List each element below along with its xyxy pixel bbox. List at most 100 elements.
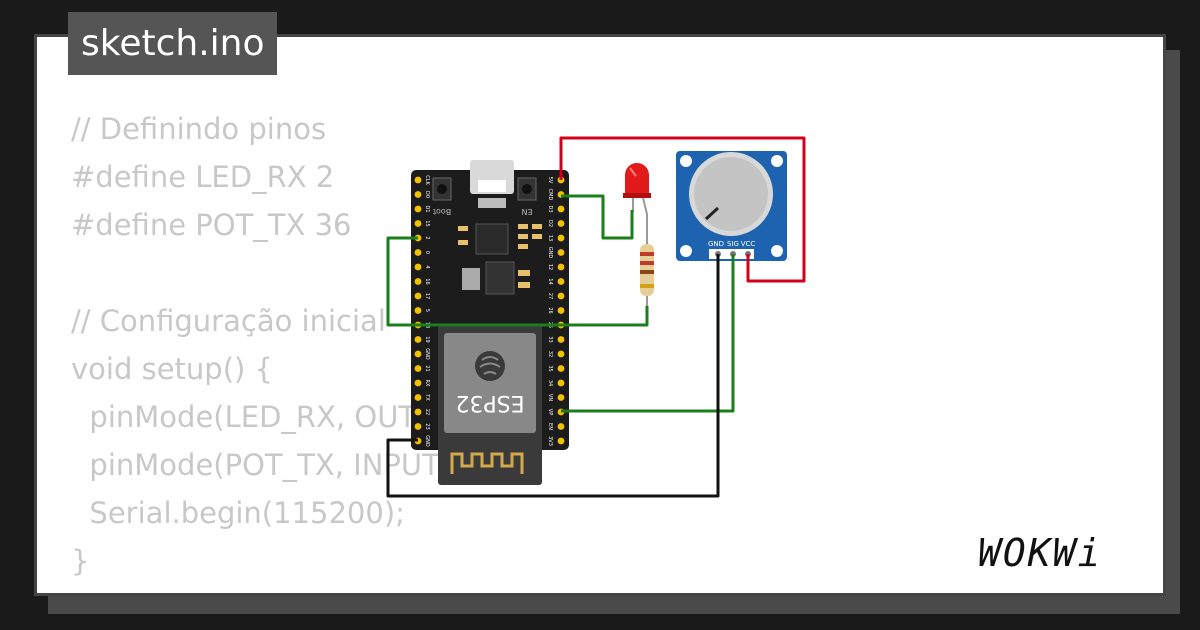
left-pin-label: 15 bbox=[424, 220, 430, 226]
resistor[interactable] bbox=[640, 214, 654, 308]
right-pin-label: D3 bbox=[547, 205, 553, 212]
right-pin-label: 35 bbox=[547, 365, 553, 371]
code-line: // Configuração inicial bbox=[71, 304, 386, 338]
left-pin-label: 19 bbox=[424, 336, 430, 342]
ldo-chip bbox=[485, 261, 515, 295]
right-pin-label: 32 bbox=[547, 351, 553, 357]
right-pin[interactable] bbox=[557, 205, 565, 213]
module-shield bbox=[444, 333, 536, 433]
left-pin[interactable] bbox=[414, 394, 422, 401]
right-pin[interactable] bbox=[557, 278, 565, 285]
boot-button-cap bbox=[437, 184, 447, 194]
left-pin[interactable] bbox=[414, 191, 422, 198]
left-pin-label: 5 bbox=[424, 309, 430, 312]
right-pin[interactable] bbox=[557, 249, 565, 256]
boot-label: Boot bbox=[433, 207, 451, 216]
right-pin-label: CMD bbox=[547, 189, 553, 201]
wokwi-logo-text: WOKWi bbox=[978, 531, 1102, 575]
right-pin[interactable] bbox=[557, 336, 565, 343]
right-pin[interactable] bbox=[557, 365, 565, 372]
left-pin[interactable] bbox=[414, 408, 422, 416]
code-line: // Definindo pinos bbox=[71, 112, 327, 146]
right-pin-label: 33 bbox=[547, 336, 553, 342]
right-pin[interactable] bbox=[557, 263, 565, 271]
left-pin[interactable] bbox=[414, 423, 422, 430]
pot-pin-vcc-label: VCC bbox=[741, 240, 756, 248]
wire-5v-to-vcc[interactable] bbox=[559, 136, 806, 283]
left-pin-label: 2 bbox=[424, 236, 430, 239]
wire-vp-to-sig[interactable] bbox=[561, 254, 735, 413]
left-pin-label: 4 bbox=[424, 265, 430, 268]
right-pin[interactable] bbox=[557, 394, 565, 401]
wire-gnd-to-pot[interactable] bbox=[386, 254, 720, 498]
right-pin-label: 34 bbox=[547, 380, 553, 386]
led-body bbox=[625, 163, 649, 195]
left-pin-label: 23 bbox=[424, 423, 430, 429]
wokwi-logo: WOKWi bbox=[976, 522, 1152, 582]
wire-gpio2-to-resistor[interactable] bbox=[386, 236, 649, 327]
right-pin-label: 26 bbox=[547, 307, 553, 313]
left-pin[interactable] bbox=[414, 176, 422, 184]
right-pin[interactable] bbox=[557, 437, 565, 445]
left-pin-label: D1 bbox=[424, 205, 430, 212]
preview-card: // Definindo pinos#define LED_RX 2#defin… bbox=[34, 34, 1166, 596]
wires bbox=[386, 136, 806, 498]
code-line: } bbox=[71, 544, 90, 578]
right-pin[interactable] bbox=[557, 220, 565, 227]
right-pin[interactable] bbox=[557, 307, 565, 314]
left-pin[interactable] bbox=[414, 307, 422, 314]
usb-port-inner bbox=[478, 180, 506, 192]
right-pin-header: 5VCMDD3D213GND121427262533323534VNVPEN3V… bbox=[547, 176, 565, 446]
left-pin-label: GND bbox=[424, 348, 430, 360]
file-tab[interactable]: sketch.ino bbox=[68, 12, 278, 75]
pcb-antenna bbox=[450, 452, 524, 474]
right-pin-label: 5V bbox=[547, 177, 553, 184]
left-pin-label: 22 bbox=[424, 409, 430, 415]
left-pin-label: CLK bbox=[424, 175, 430, 185]
right-pin[interactable] bbox=[557, 350, 565, 358]
pot-pin-sig-label: SIG bbox=[727, 240, 739, 248]
en-button-cap bbox=[522, 184, 532, 194]
esp32-board[interactable]: Boot EN ESP32 CLKD0D115204161751819GND21… bbox=[411, 160, 569, 485]
right-pin-label: D2 bbox=[547, 220, 553, 227]
right-pin[interactable] bbox=[557, 234, 565, 242]
left-pin[interactable] bbox=[414, 365, 422, 372]
left-pin[interactable] bbox=[414, 249, 422, 256]
right-pin-label: 3V3 bbox=[547, 436, 553, 446]
right-pin-label: 12 bbox=[547, 264, 553, 270]
right-pin[interactable] bbox=[557, 292, 565, 300]
left-pin[interactable] bbox=[414, 263, 422, 271]
left-pin-label: GND bbox=[424, 435, 430, 447]
left-pin-label: 17 bbox=[424, 293, 430, 299]
right-pin-label: 13 bbox=[547, 235, 553, 241]
pot-pin-gnd-label: GND bbox=[708, 240, 724, 248]
right-pin[interactable] bbox=[557, 423, 565, 430]
right-pin[interactable] bbox=[557, 379, 565, 387]
code-line: #define POT_TX 36 bbox=[71, 208, 352, 242]
left-pin-label: 16 bbox=[424, 278, 430, 284]
left-pin[interactable] bbox=[414, 336, 422, 343]
left-pin[interactable] bbox=[414, 205, 422, 213]
red-led[interactable] bbox=[623, 163, 651, 215]
left-pin[interactable] bbox=[414, 379, 422, 387]
usb-uart-chip bbox=[475, 223, 509, 255]
left-pin[interactable] bbox=[414, 292, 422, 300]
left-pin[interactable] bbox=[414, 220, 422, 227]
regulator bbox=[462, 268, 480, 290]
code-line: void setup() { bbox=[71, 352, 273, 386]
right-pin-label: GND bbox=[547, 247, 553, 259]
code-line: Serial.begin(115200); bbox=[71, 496, 405, 530]
left-pin[interactable] bbox=[414, 350, 422, 358]
potentiometer[interactable]: GND SIG VCC bbox=[676, 151, 787, 261]
left-pin-label: 21 bbox=[424, 365, 430, 371]
en-label: EN bbox=[521, 207, 532, 216]
espressif-logo bbox=[475, 351, 505, 381]
esp32-chip-label: ESP32 bbox=[455, 390, 524, 415]
right-pin-label: VN bbox=[547, 394, 553, 401]
left-pin[interactable] bbox=[414, 278, 422, 285]
left-pin-label: 0 bbox=[424, 251, 430, 254]
right-pin-label: EN bbox=[547, 423, 553, 430]
left-pin-label: D0 bbox=[424, 191, 430, 198]
wire-gnd-to-led[interactable] bbox=[561, 194, 634, 240]
